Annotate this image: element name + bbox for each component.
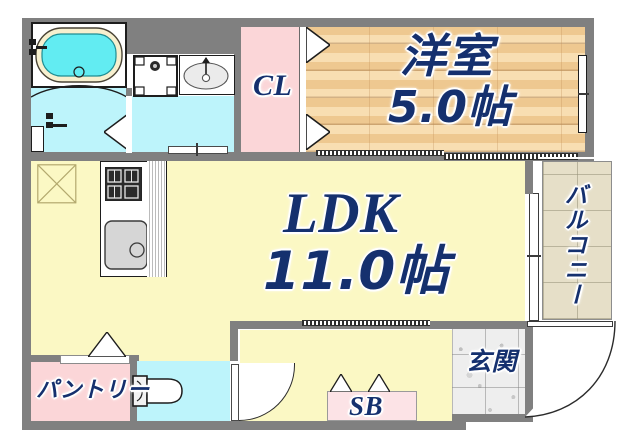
hallway-slider-track[interactable] [302,320,430,326]
shoebox-door-triangle-right [366,372,392,393]
label-pantry: パントリー [36,378,150,403]
closet-door-triangle-bottom-outline [305,112,332,152]
bath-shelf [31,126,44,152]
wall-closet-left [234,18,241,161]
wall-genkan-bottom [452,414,533,422]
room-closet [240,27,305,152]
label-closet: CL [253,69,293,102]
bathtub-fixture [34,25,124,85]
closet-door-triangle-top-outline [305,25,332,65]
closet-door-panel[interactable] [299,27,306,152]
label-ldk-area: 11.0帖 [263,241,450,302]
bedroom-slider-track-2[interactable] [444,153,578,160]
wall-ldk-right [525,161,533,194]
kitchen-sink-fixture [104,220,148,270]
gas-stove-fixture [104,166,143,202]
label-bedroom-area: 5.0帖 [388,82,512,133]
label-shoebox: SB [349,391,384,421]
washroom-door-mullion [196,143,198,156]
room-washroom [131,96,234,153]
toilet-fixture [132,375,184,407]
bedroom-slider-track[interactable] [316,150,444,156]
shoebox-door-triangle-left [328,372,354,393]
vanity-sink-fixture [179,55,235,95]
exterior-wall-right-upper [585,18,594,164]
room-balcony [542,161,612,320]
exterior-wall-left [22,18,31,430]
balcony-sliding-door[interactable] [529,193,539,321]
washroom-door[interactable] [168,146,228,154]
bath-door-jamb [126,96,132,153]
exterior-wall-top [22,18,594,27]
storage-shoebox [327,391,417,421]
room-pantry [31,361,130,421]
bath-folding-door[interactable] [102,112,129,152]
wall-hall-vertical [230,321,238,361]
label-bedroom-name: 洋室 [400,29,493,83]
wall-closet-bottom [234,152,308,161]
pantry-door-triangle [86,330,128,358]
entry-door-swing [524,320,617,419]
label-genkan: 玄関 [466,347,518,376]
exterior-wall-bottom [22,421,466,430]
shower-faucet-fixture [44,112,70,136]
washing-machine-pan [133,55,178,97]
bathtub-faucet-icon [27,37,49,59]
wall-washroom-top [127,18,234,54]
toilet-door-panel[interactable] [231,364,239,421]
label-ldk-name: LDK [283,182,399,245]
entry-door-panel[interactable] [527,321,613,327]
wall-washblock-bottom [22,152,234,161]
pipe-shaft-marker [37,164,77,204]
balcony-door-mullion [527,255,541,257]
room-bath [31,88,127,153]
bath-apron [30,84,128,98]
bedroom-window-mullion [578,93,589,95]
label-balcony: バルコニー [560,183,586,308]
room-genkan [452,329,525,421]
wall-genkan-right [525,321,533,421]
room-bedroom [305,27,585,152]
kitchen-cabinet-panel [147,161,167,277]
